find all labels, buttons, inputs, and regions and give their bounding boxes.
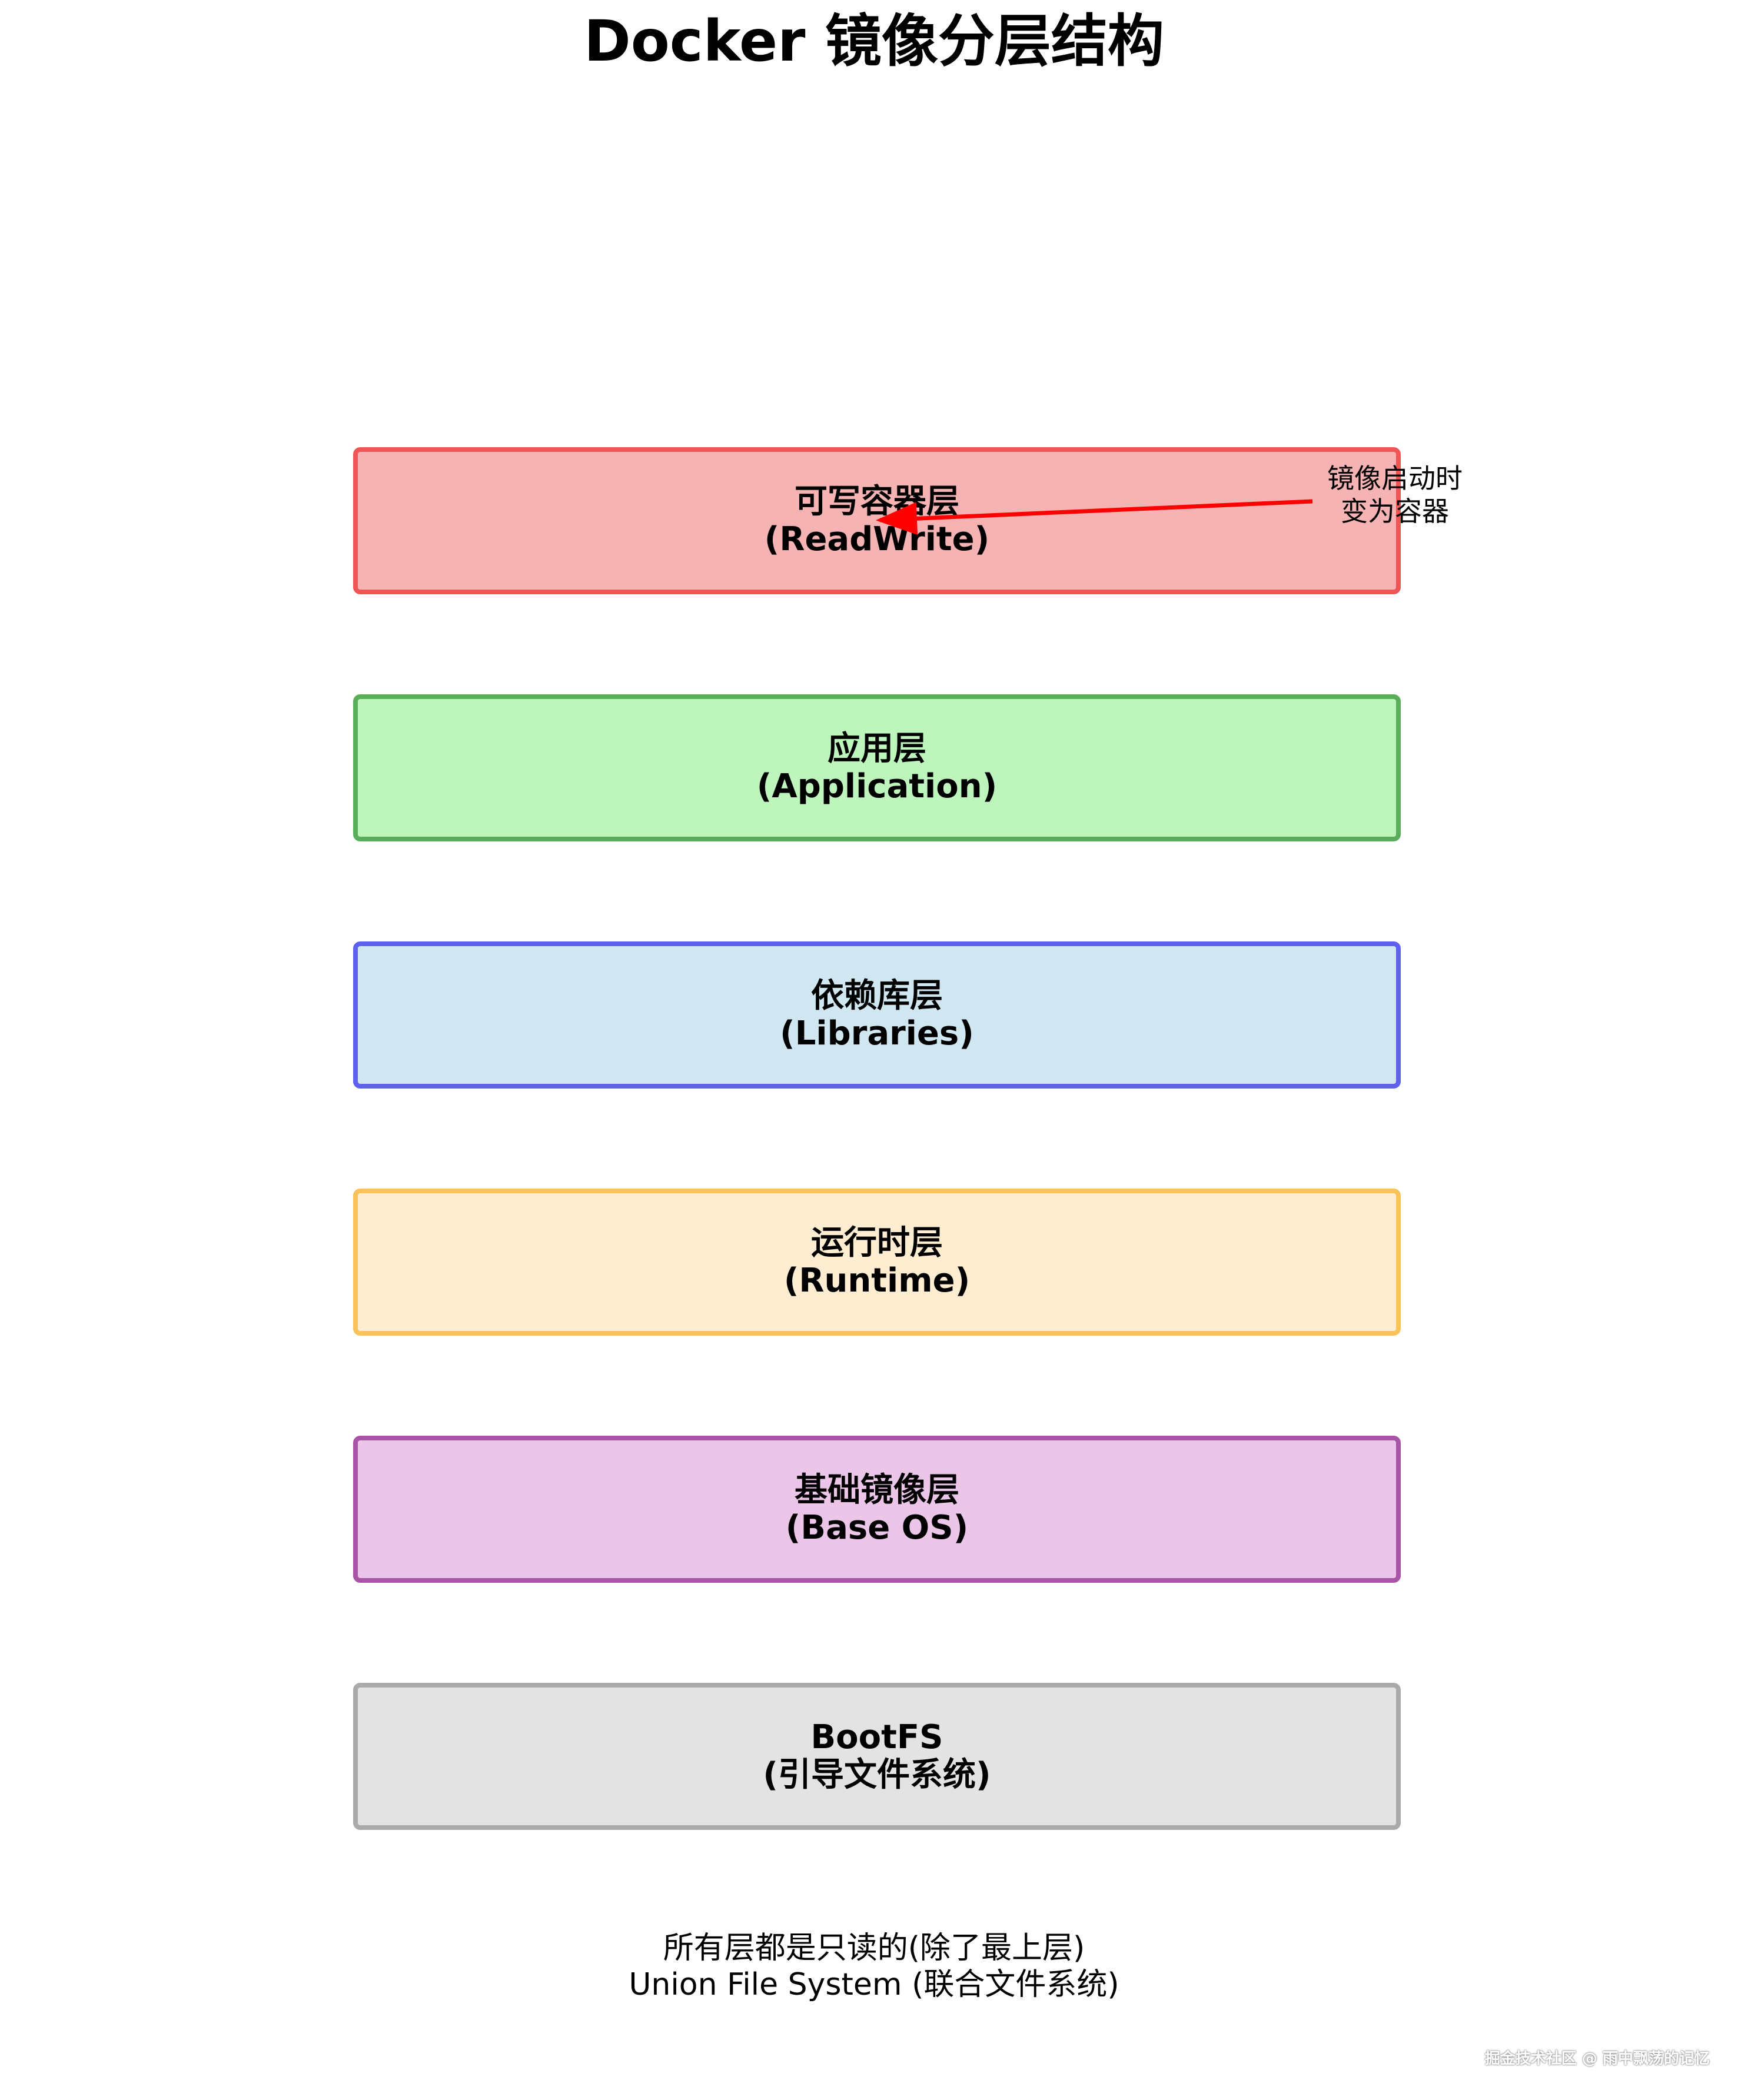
annotation-line-1: 镜像启动时 xyxy=(1327,462,1463,494)
watermark: 掘金技术社区 @ 雨中飘荡的记忆 xyxy=(1484,2050,1710,2068)
layer-name: 应用层 xyxy=(828,730,926,768)
layer-name: BootFS xyxy=(810,1718,943,1756)
layer-name: 基础镜像层 xyxy=(795,1471,959,1509)
layer-libraries: 依赖库层 (Libraries) xyxy=(353,941,1401,1089)
layer-subtitle: (引导文件系统) xyxy=(763,1756,991,1794)
layer-subtitle: (ReadWrite) xyxy=(764,520,990,558)
layer-name: 可写容器层 xyxy=(795,482,959,521)
layer-application: 应用层 (Application) xyxy=(353,694,1401,841)
layer-bootfs: BootFS (引导文件系统) xyxy=(353,1683,1401,1830)
layer-readwrite: 可写容器层 (ReadWrite) xyxy=(353,447,1401,594)
footer-line-2: Union File System (联合文件系统) xyxy=(629,1967,1119,2002)
layer-name: 依赖库层 xyxy=(811,977,943,1015)
annotation-text: 镜像启动时 变为容器 xyxy=(1312,462,1477,528)
annotation-line-2: 变为容器 xyxy=(1341,495,1449,527)
layer-subtitle: (Libraries) xyxy=(780,1014,974,1053)
footer-note: 所有层都是只读的(除了最上层) Union File System (联合文件系… xyxy=(0,1930,1748,2003)
layer-subtitle: (Base OS) xyxy=(785,1509,969,1547)
layer-runtime: 运行时层 (Runtime) xyxy=(353,1189,1401,1336)
layer-subtitle: (Runtime) xyxy=(783,1262,971,1300)
layer-name: 运行时层 xyxy=(811,1224,943,1262)
diagram-title: Docker 镜像分层结构 xyxy=(584,8,1164,74)
footer-line-1: 所有层都是只读的(除了最上层) xyxy=(663,1931,1085,1966)
layer-base-os: 基础镜像层 (Base OS) xyxy=(353,1436,1401,1583)
layer-subtitle: (Application) xyxy=(756,767,998,806)
